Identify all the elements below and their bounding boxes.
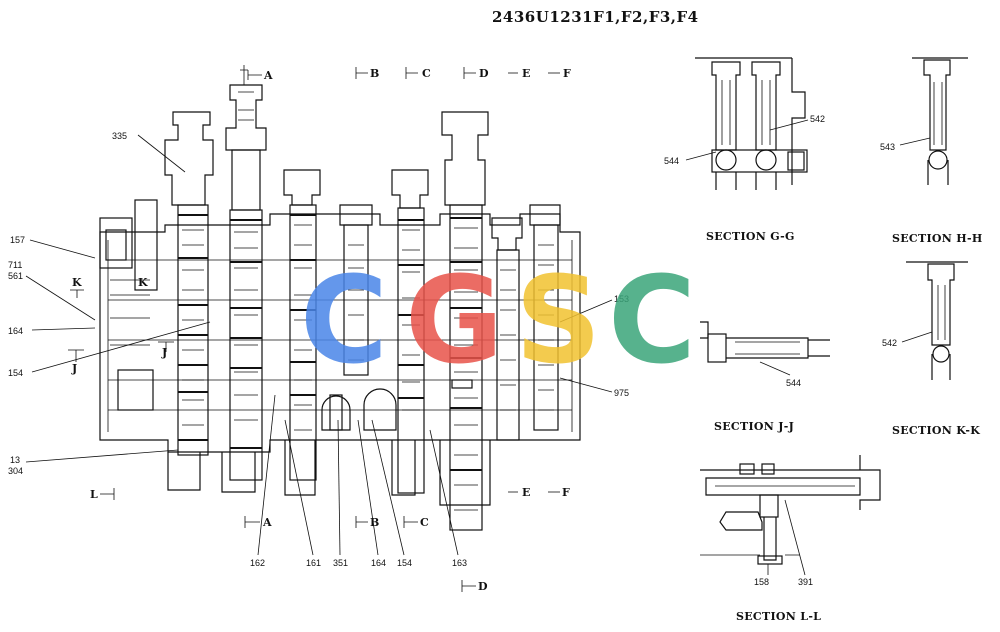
left-side-valves xyxy=(99,199,158,411)
cut-marker-l: L xyxy=(90,488,98,501)
spool-column-6 xyxy=(441,111,489,531)
cut-marker-e-bottom: E xyxy=(522,486,530,499)
label-304: 304 xyxy=(8,466,23,476)
watermark-letter-1: C xyxy=(300,252,388,391)
label-543: 543 xyxy=(880,142,895,152)
section-g-g: 544 542 SECTION G-G xyxy=(664,57,825,243)
cut-marker-e-top: E xyxy=(522,67,530,80)
cut-marker-j-left: J xyxy=(71,362,77,375)
section-h-h-title: SECTION H-H xyxy=(892,232,983,245)
label-163: 163 xyxy=(452,558,467,568)
cut-marker-d-bottom: D xyxy=(478,580,488,593)
spool-column-1 xyxy=(164,111,214,456)
watermark-logo: C G S C xyxy=(300,252,696,391)
section-k-k-title: SECTION K-K xyxy=(892,424,980,437)
section-l-l-title: SECTION L-L xyxy=(736,610,821,623)
cut-marker-c-bottom: C xyxy=(420,516,429,529)
cut-marker-b-top: B xyxy=(370,67,379,80)
drawing-title: 2436U1231F1,F2,F3,F4 xyxy=(492,8,699,26)
label-154-left: 154 xyxy=(8,368,23,378)
label-157: 157 xyxy=(10,235,25,245)
watermark-letter-3: S xyxy=(515,252,601,391)
spool-column-3 xyxy=(283,169,321,481)
spool-column-8 xyxy=(529,204,561,431)
spool-column-4 xyxy=(339,204,373,376)
spool-column-7 xyxy=(491,217,523,441)
cut-markers-top: A B C D E F xyxy=(247,67,571,82)
watermark-letter-4: C xyxy=(608,252,696,391)
label-544-jj: 544 xyxy=(786,378,801,388)
section-l-l: 158 391 SECTION L-L xyxy=(700,455,881,623)
label-153: 153 xyxy=(614,294,629,304)
cut-marker-f-top: F xyxy=(563,67,571,80)
label-544-gg: 544 xyxy=(664,156,679,166)
section-j-j: 544 SECTION J-J xyxy=(700,321,830,433)
spool-column-2 xyxy=(225,65,267,481)
label-158: 158 xyxy=(754,577,769,587)
label-391: 391 xyxy=(798,577,813,587)
main-view-labels: 335 157 711 561 164 154 13 304 153 975 1… xyxy=(8,131,629,568)
label-561: 561 xyxy=(8,271,23,281)
label-335: 335 xyxy=(112,131,127,141)
label-154-bottom: 154 xyxy=(397,558,412,568)
cut-marker-f-bottom: F xyxy=(562,486,570,499)
label-542-gg: 542 xyxy=(810,114,825,124)
label-13: 13 xyxy=(10,455,20,465)
label-164-bottom: 164 xyxy=(371,558,386,568)
section-k-k: 542 SECTION K-K xyxy=(882,261,980,437)
label-161: 161 xyxy=(306,558,321,568)
cut-marker-a-bottom: A xyxy=(262,516,272,529)
label-164-left: 164 xyxy=(8,326,23,336)
cut-marker-b-bottom: B xyxy=(370,516,379,529)
section-h-h: 543 SECTION H-H xyxy=(880,57,983,245)
cut-markers-bottom: A B C D E F L xyxy=(90,486,570,593)
cut-marker-k-left: K xyxy=(72,276,82,289)
cut-markers-side: K K J J xyxy=(68,276,174,375)
watermark-letter-2: G xyxy=(405,252,504,391)
label-542-kk: 542 xyxy=(882,338,897,348)
label-162: 162 xyxy=(250,558,265,568)
cut-marker-k-right: K xyxy=(138,276,148,289)
spool-column-5 xyxy=(391,169,429,494)
label-975: 975 xyxy=(614,388,629,398)
main-valve-assembly xyxy=(99,213,581,506)
label-351: 351 xyxy=(333,558,348,568)
cut-marker-c-top: C xyxy=(422,67,431,80)
section-g-g-title: SECTION G-G xyxy=(706,230,795,243)
cut-marker-j-right: J xyxy=(161,346,167,359)
label-711: 711 xyxy=(8,260,22,270)
cut-marker-a-top: A xyxy=(263,69,273,82)
section-j-j-title: SECTION J-J xyxy=(714,420,794,433)
cut-marker-d-top: D xyxy=(479,67,489,80)
